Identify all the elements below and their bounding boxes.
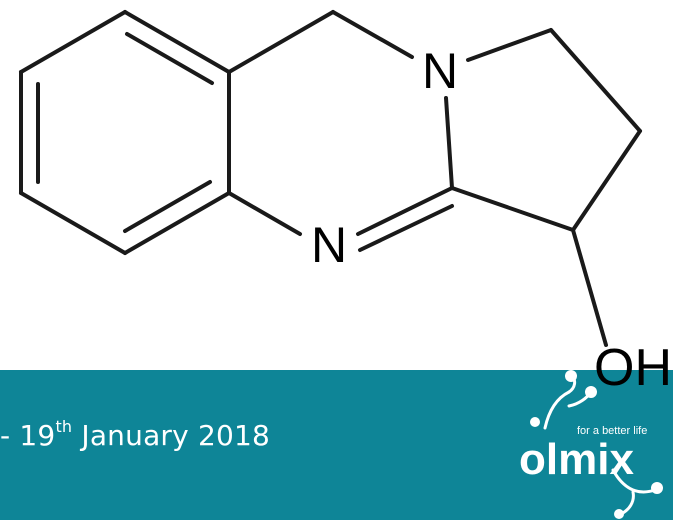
bond-line [549, 28, 642, 133]
sprout-bud-icon [651, 482, 663, 494]
bond-line [571, 228, 608, 347]
atom-label-n-bottom: N [311, 217, 347, 273]
bond-line [123, 10, 231, 74]
sprout-bud-icon [565, 370, 577, 382]
bond-line [450, 186, 575, 232]
bond-line [358, 204, 454, 252]
sprout-bud-icon [614, 509, 624, 519]
logo-tagline: for a better life [577, 425, 647, 437]
logo-wordmark: olmix [519, 435, 634, 484]
date-prefix: - 19 [0, 419, 56, 452]
bond-line [19, 10, 127, 74]
bond-line [123, 191, 231, 255]
olmix-logo: for a better life olmix [519, 370, 663, 519]
bond-line [123, 180, 212, 233]
bond-line [227, 10, 335, 74]
molecule-structure: N N [19, 10, 642, 347]
atom-label-n-top: N [422, 43, 458, 99]
bond-line [227, 191, 302, 236]
bond-line [444, 96, 454, 190]
date-superscript: th [55, 417, 73, 436]
bond-line [125, 32, 214, 85]
bond-line [356, 186, 454, 236]
bond-line [19, 191, 127, 255]
footer-banner [0, 370, 673, 520]
bond-line [571, 129, 642, 232]
bond-line [466, 28, 553, 62]
date-suffix: January 2018 [72, 419, 271, 452]
sprout-bud-icon [530, 417, 540, 427]
bond-line [331, 10, 414, 59]
date-text: - 19th January 2018 [0, 416, 270, 456]
sprout-bud-icon [585, 386, 597, 398]
atom-label-oh: OH [594, 339, 672, 397]
